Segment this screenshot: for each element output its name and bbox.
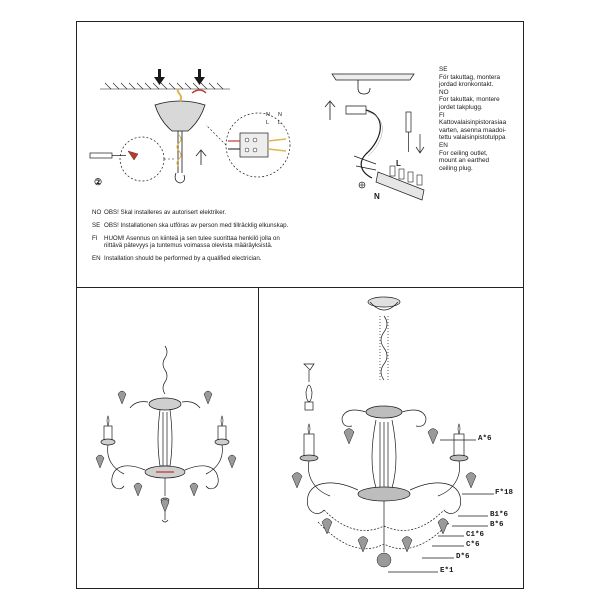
callout-part-e: E*1: [440, 567, 454, 575]
safety-note-fi: FI HUOM! Asennus on kiinteä ja sen tulee …: [92, 235, 280, 242]
note-se-lang: SE: [439, 66, 448, 73]
terminal-label-1: N: [266, 112, 270, 118]
chandelier-parts-diagram: A*6 F*18 B1*6 B*6 C1*6 C*6 D*6 E*1: [262, 290, 520, 586]
note-se-line-1: För takuttag, montera: [439, 73, 501, 81]
note-no-line-2: jordet takplugg.: [439, 104, 483, 111]
safety-note-fi-text-2: riittävä pätevyys ja tuntemus voimassa o…: [104, 242, 273, 250]
section-divider-vertical: [258, 287, 259, 589]
step-number-label: ②: [94, 177, 103, 187]
callout-part-c1: C1*6: [466, 531, 485, 539]
safety-note-fi-text-1: HUOM! Asennus on kiinteä ja sen tulee su…: [104, 235, 280, 242]
ceiling-mount-illustration: ② N N L L: [80, 55, 325, 205]
safety-note-no-lang: NO: [92, 209, 102, 216]
ceiling-plug-illustration: L N: [318, 60, 444, 210]
callout-part-c: C*6: [466, 541, 480, 549]
wire-label-neutral: N: [374, 192, 380, 201]
terminal-label-3: L: [266, 120, 270, 126]
safety-note-no-text: OBS! Skal installeres av autorisert elek…: [104, 209, 227, 216]
wire-label-live: L: [396, 159, 401, 168]
callout-part-a: A*6: [478, 435, 492, 443]
safety-note-fi-lang: FI: [92, 235, 98, 242]
instruction-sheet-frame: [76, 21, 524, 589]
callout-part-f: F*18: [495, 489, 514, 497]
callout-part-b1: B1*6: [490, 511, 509, 519]
note-no-line-1: For takuttak, montere: [439, 96, 500, 104]
terminal-label-2: N: [278, 112, 282, 118]
ceiling-plug-drawing: [324, 73, 425, 201]
note-en-line-3: ceiling plug.: [439, 164, 473, 172]
section-divider-horizontal: [76, 287, 524, 288]
note-fi-line-3: tettu valaisinpistotulppa: [439, 134, 506, 142]
safety-note-en-text: Installation should be performed by a qu…: [104, 255, 262, 262]
chandelier-small-drawing: [95, 345, 237, 523]
safety-note-se-text: OBS! Installationen ska utföras av perso…: [104, 222, 289, 229]
note-en-line-2: mount an earthed: [439, 157, 490, 165]
ceiling-mount-drawing: [89, 69, 291, 184]
chandelier-assembled-illustration: [78, 290, 256, 586]
note-se-line-2: jordad kronkontakt.: [439, 81, 494, 89]
note-fi-line-2: varten, asenna maadoi-: [439, 126, 507, 134]
note-en-line-1: For ceiling outlet,: [439, 149, 488, 157]
terminal-label-4: L: [278, 120, 282, 126]
note-fi-line-1: Kattovalaisinpistorasiaa: [439, 119, 507, 127]
note-fi-lang: FI: [439, 111, 445, 119]
callout-part-d: D*6: [456, 553, 470, 561]
chandelier-parts-drawing: [291, 296, 494, 573]
safety-note-en-lang: EN: [92, 255, 101, 262]
callout-part-b: B*6: [490, 521, 504, 529]
safety-note-se-lang: SE: [92, 222, 101, 229]
safety-note-fi-line-2: riittävä pätevyys ja tuntemus voimassa o…: [104, 242, 273, 249]
note-no-lang: NO: [439, 88, 449, 96]
note-en-lang: EN: [439, 142, 448, 149]
